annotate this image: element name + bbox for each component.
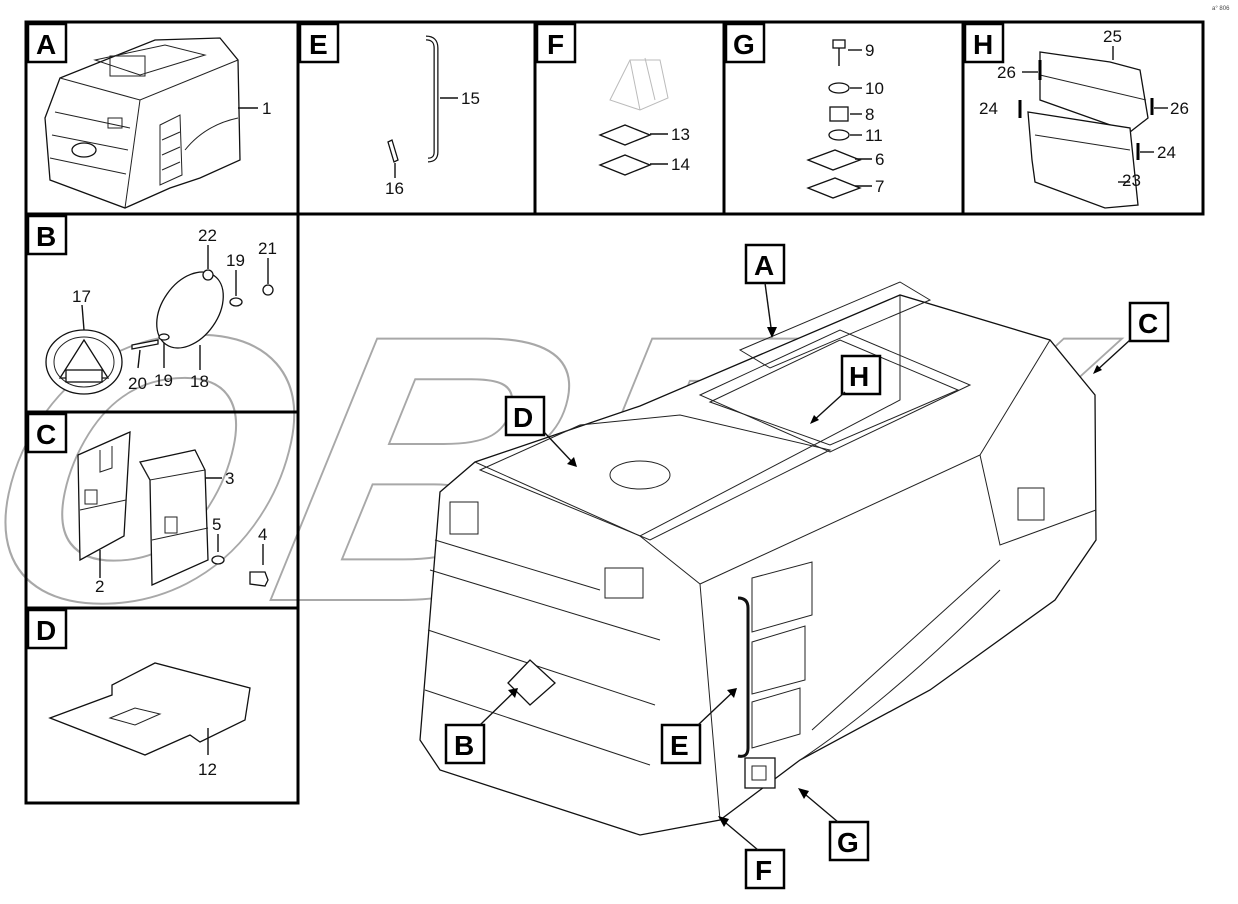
label-part-26a: 26 [997,63,1016,82]
callout-a: A [754,250,774,281]
callout-c: C [1138,308,1158,339]
panel-a-hood: 1 [44,37,271,209]
panel-letter-e: E [309,29,328,60]
corner-code: a° 806 [1212,6,1230,12]
label-part-13: 13 [671,125,690,144]
label-part-19b: 19 [226,251,245,270]
label-part-3: 3 [225,469,234,488]
label-part-15: 15 [461,89,480,108]
label-part-23: 23 [1122,171,1141,190]
label-part-9: 9 [865,41,874,60]
label-part-20: 20 [128,374,147,393]
label-part-8: 8 [865,105,874,124]
panel-letter-c: C [36,419,56,450]
panel-g-mount: 9 10 8 11 6 7 [806,39,884,199]
callout-e: E [670,730,689,761]
label-part-4: 4 [258,525,267,544]
callout-f: F [755,855,772,886]
panel-d-plate: 12 [48,662,251,779]
panel-letter-f: F [547,29,564,60]
panel-letter-b: B [36,221,56,252]
label-part-1: 1 [262,99,271,118]
label-part-12: 12 [198,760,217,779]
panel-e-handle: 15 16 [385,35,480,198]
label-part-18: 18 [190,372,209,391]
main-hood-assembly [419,281,1097,836]
label-part-5: 5 [212,515,221,534]
label-part-16: 16 [385,179,404,198]
panel-letter-g: G [733,29,755,60]
label-part-14: 14 [671,155,690,174]
label-part-21: 21 [258,239,277,258]
panel-c-covers: 2 3 5 4 [77,430,269,596]
label-part-6: 6 [875,150,884,169]
label-part-11: 11 [865,126,883,145]
callout-h: H [849,361,869,392]
label-part-24b: 24 [1157,143,1176,162]
label-part-25: 25 [1103,27,1122,46]
label-part-22: 22 [198,226,217,245]
frame-h [961,20,1205,216]
panel-letter-d: D [36,615,56,646]
callouts: A B C D E F G H [444,243,1170,890]
panel-h-panels: 25 26 24 26 24 23 [979,27,1189,209]
label-part-2: 2 [95,577,104,596]
panel-b-emblem: 17 18 19 20 19 21 22 [45,226,277,395]
label-part-7: 7 [875,177,884,196]
label-part-19a: 19 [154,371,173,390]
panel-f-brackets: 13 14 [598,57,690,176]
panel-letter-boxes: A B C D E F G H [26,22,1005,650]
label-part-10: 10 [865,79,884,98]
panel-frames [24,20,1205,805]
panel-letter-a: A [36,29,56,60]
label-part-24a: 24 [979,99,998,118]
label-part-17: 17 [72,287,91,306]
frame-d [24,606,300,805]
callout-g: G [837,827,859,858]
label-part-26b: 26 [1170,99,1189,118]
panel-letter-h: H [973,29,993,60]
callout-d: D [513,402,533,433]
callout-b: B [454,730,474,761]
